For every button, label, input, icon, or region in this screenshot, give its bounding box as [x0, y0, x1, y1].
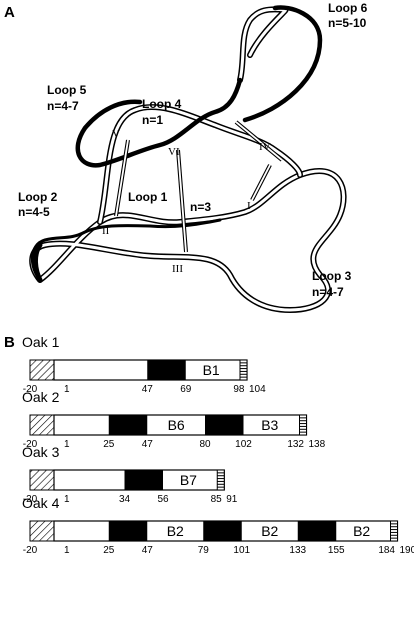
position-tick-label: -20	[23, 494, 38, 505]
cyclotide-domain-label: B3	[261, 417, 278, 433]
position-tick-label: 56	[157, 494, 169, 505]
oak-precursor-diagrams: Oak 1 B1 -20 1 47 69 98 104 Oak 2 B6 B3 -20 1 25 47 80 1…	[22, 334, 414, 556]
pro-region-1	[147, 360, 186, 380]
position-tick-label: 79	[198, 545, 210, 556]
position-tick-label: -20	[23, 384, 38, 395]
pro-region-2	[205, 415, 244, 435]
position-tick-label: 91	[226, 494, 238, 505]
loop3-count: n=4-7	[312, 285, 344, 299]
loop4-count: n=1	[142, 113, 163, 127]
disulfide-label-II: II	[102, 225, 110, 237]
position-tick-label: 69	[180, 384, 192, 395]
pro-region-3	[297, 521, 337, 541]
peptide-backbone	[29, 5, 347, 313]
position-tick-label: 25	[103, 439, 115, 450]
position-tick-label: 47	[142, 545, 154, 556]
oak-title: Oak 1	[22, 334, 60, 350]
backbone-solid-segments	[30, 5, 323, 283]
signal-peptide	[29, 359, 55, 381]
position-tick-label: 47	[142, 439, 154, 450]
disulfide-bond-III	[176, 149, 188, 253]
cyclotide-domain-label: B2	[261, 523, 278, 539]
position-tick-label: 1	[64, 384, 70, 395]
oak-title: Oak 3	[22, 444, 60, 460]
disulfide-label-III: III	[172, 263, 183, 275]
disulfide-label-IV: IV	[259, 141, 271, 153]
loop2-label: Loop 2	[18, 190, 58, 204]
disulfide-label-VI: VI	[168, 146, 180, 158]
loop4-label: Loop 4	[142, 97, 182, 111]
cyclotide-domain-label: B7	[180, 472, 197, 488]
disulfide-bonds	[114, 120, 284, 253]
position-tick-label: 138	[309, 439, 326, 450]
signal-peptide	[29, 414, 55, 436]
disulfide-bond-IV	[234, 120, 284, 162]
position-tick-label: 1	[64, 545, 70, 556]
position-tick-label: 34	[119, 494, 131, 505]
cyclotide-domain-label: B2	[353, 523, 370, 539]
position-tick-label: 85	[211, 494, 223, 505]
pro-region-2	[203, 521, 242, 541]
position-tick-label: 104	[249, 384, 266, 395]
loop1-count: n=3	[190, 200, 211, 214]
loop5-count: n=4-7	[47, 99, 79, 113]
loop1-label: Loop 1	[128, 190, 168, 204]
panel-a-label: A	[4, 4, 15, 21]
c-terminal-region	[299, 414, 307, 436]
position-tick-label: 1	[64, 439, 70, 450]
oak-title: Oak 2	[22, 389, 60, 405]
c-terminal-region	[216, 469, 225, 491]
position-tick-label: -20	[23, 439, 38, 450]
position-tick-label: 102	[235, 439, 252, 450]
loop2-count: n=4-5	[18, 205, 50, 219]
position-tick-label: 98	[233, 384, 245, 395]
oak-title: Oak 4	[22, 495, 60, 511]
position-tick-label: 1	[64, 494, 70, 505]
position-tick-label: 133	[289, 545, 306, 556]
c-terminal-region	[239, 359, 248, 381]
disulfide-label-V: V	[112, 128, 120, 140]
disulfide-bond-I	[250, 164, 272, 201]
position-tick-label: 101	[233, 545, 250, 556]
oak-precursor-4: Oak 4 B2 B2 B2 -20 1 25 47 79 101 133 155 184 190	[22, 495, 414, 556]
signal-peptide	[29, 469, 55, 491]
loop6-label: Loop 6	[328, 1, 368, 15]
cyclotide-domain-label: B2	[167, 523, 184, 539]
oak-precursor-1: Oak 1 B1 -20 1 47 69 98 104	[22, 334, 266, 395]
pro-region-1	[124, 470, 163, 490]
disulfide-label-I: I	[247, 200, 251, 212]
pro-region-1	[108, 415, 148, 435]
position-tick-label: 190	[400, 545, 414, 556]
cyclotide-domain-label: B1	[203, 362, 220, 378]
panel-b-label: B	[4, 334, 15, 351]
disulfide-bond-V	[114, 139, 130, 217]
signal-peptide	[29, 520, 55, 542]
oak-precursor-2: Oak 2 B6 B3 -20 1 25 47 80 102 132 138	[22, 389, 326, 450]
position-tick-label: 25	[103, 545, 115, 556]
position-tick-label: 184	[378, 545, 395, 556]
position-tick-label: -20	[23, 545, 38, 556]
position-tick-label: 47	[142, 384, 154, 395]
c-terminal-region	[390, 520, 398, 542]
position-tick-label: 155	[328, 545, 345, 556]
loop3-label: Loop 3	[312, 269, 352, 283]
loop6-count: n=5-10	[328, 16, 367, 30]
loop5-label: Loop 5	[47, 83, 87, 97]
cyclotide-domain-label: B6	[168, 417, 185, 433]
backbone-open-segments	[29, 6, 347, 313]
pro-region-1	[108, 521, 148, 541]
position-tick-label: 80	[199, 439, 211, 450]
position-tick-label: 132	[287, 439, 304, 450]
